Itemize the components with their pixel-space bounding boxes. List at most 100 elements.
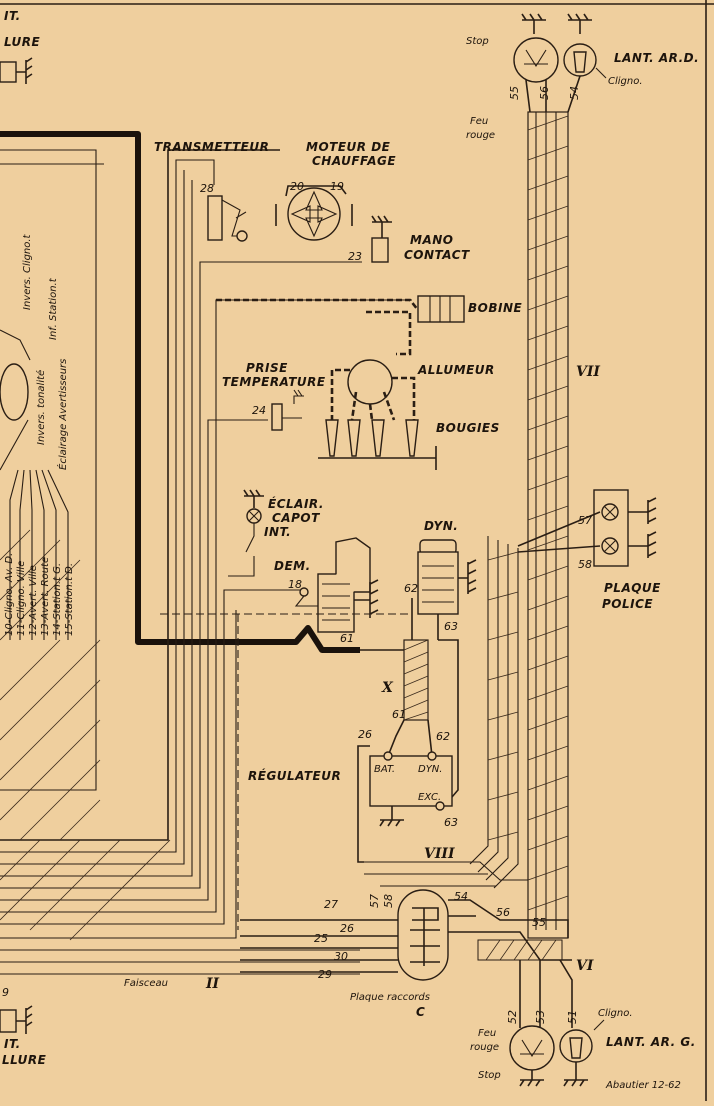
transmetteur-component: 28 bbox=[200, 182, 248, 242]
wire-56-b: 56 bbox=[496, 906, 510, 919]
wire-26-b: 26 bbox=[340, 922, 354, 935]
label-eclairage: Éclairage Avertisseurs bbox=[56, 359, 69, 470]
top-left-component: IT. LURE bbox=[0, 9, 40, 84]
label-bougies: BOUGIES bbox=[436, 421, 500, 435]
wire-51: 51 bbox=[566, 1010, 579, 1024]
ignition-system: BOBINE ALLUMEUR BOUGIES bbox=[216, 295, 523, 470]
wire-53: 53 bbox=[534, 1010, 547, 1024]
label-allumeur: ALLUMEUR bbox=[417, 363, 495, 377]
harness-viii: VIII bbox=[364, 536, 528, 889]
regulateur-component: RÉGULATEUR BAT. DYN. EXC. 26 63 bbox=[248, 728, 458, 863]
main-battery-cable bbox=[0, 131, 360, 653]
label-feu-bottom: Feu bbox=[478, 1028, 496, 1039]
wire-56-a: 56 bbox=[538, 86, 551, 100]
label-rouge-bottom: rouge bbox=[470, 1042, 499, 1053]
label-cligno-top: Cligno. bbox=[608, 76, 643, 87]
wire-62-b: 62 bbox=[436, 730, 450, 743]
wire-61-a: 61 bbox=[340, 632, 354, 645]
wire-28: 28 bbox=[200, 182, 214, 195]
harness-x: X 61 62 bbox=[360, 639, 459, 805]
label-c: C bbox=[416, 1005, 425, 1019]
bottom-left-wire-number: 9 bbox=[2, 986, 9, 999]
wire-55-a: 55 bbox=[508, 86, 521, 100]
wire-61-b: 61 bbox=[392, 708, 406, 721]
label-reg-dyn: DYN. bbox=[418, 764, 442, 775]
wire-63-b: 63 bbox=[444, 816, 458, 829]
left-switch-fan bbox=[0, 329, 69, 640]
label-rouge-top: rouge bbox=[466, 130, 495, 141]
prise-temperature-component: PRISE TEMPERATURE 24 bbox=[222, 361, 325, 431]
label-wire-11: 11-Cligno. Ville bbox=[16, 561, 27, 636]
wire-54-b: 54 bbox=[454, 890, 468, 903]
mano-contact-component: 23 MANO CONTACT bbox=[348, 215, 470, 263]
label-eclair: ÉCLAIR. bbox=[268, 496, 324, 511]
label-top-left-2: LURE bbox=[4, 35, 40, 49]
label-faisceau: Faisceau bbox=[124, 978, 168, 989]
bottom-left-component: 9 IT. LLURE bbox=[0, 986, 47, 1067]
signature: Abautier 12-62 bbox=[605, 1080, 681, 1091]
roman-viii: VIII bbox=[424, 846, 455, 862]
wire-25: 25 bbox=[314, 932, 328, 945]
label-int: INT. bbox=[264, 525, 291, 539]
wire-30: 30 bbox=[334, 950, 348, 963]
roman-ii: II bbox=[205, 976, 220, 992]
label-regulateur: RÉGULATEUR bbox=[248, 768, 341, 783]
label-prise: PRISE bbox=[246, 361, 288, 375]
demarreur-component: DEM. 18 61 bbox=[274, 537, 379, 645]
label-wire-13: 13-Avert. Route bbox=[40, 557, 51, 636]
label-bobine: BOBINE bbox=[468, 301, 523, 315]
wire-27: 27 bbox=[324, 898, 338, 911]
dashed-harness-outline bbox=[160, 613, 412, 930]
label-stop-bottom: Stop bbox=[478, 1070, 501, 1081]
wire-58-b: 58 bbox=[382, 894, 395, 908]
wire-18: 18 bbox=[288, 578, 302, 591]
label-plaque-raccords: Plaque raccords bbox=[350, 992, 430, 1003]
wire-55-b: 55 bbox=[532, 916, 546, 929]
label-bottom-left-2: LLURE bbox=[2, 1053, 47, 1067]
label-lant-ar-g: LANT. AR. G. bbox=[606, 1035, 696, 1049]
wire-58-a: 58 bbox=[578, 558, 592, 571]
label-invers-cligno: Invers. Cligno.t bbox=[22, 233, 33, 310]
wire-62-a: 62 bbox=[404, 582, 418, 595]
label-capot: CAPOT bbox=[272, 511, 320, 525]
label-wire-10: 10-Cligno. Av. D. bbox=[4, 553, 15, 636]
label-stop-top: Stop bbox=[466, 36, 489, 47]
harness-vi: VI bbox=[477, 939, 594, 1028]
label-invers-tonalite: Invers. tonalité bbox=[35, 370, 47, 445]
wire-57-b: 57 bbox=[368, 894, 381, 908]
label-dem: DEM. bbox=[274, 559, 311, 573]
label-feu-top: Feu bbox=[470, 116, 488, 127]
moteur-chauffage-component: 20 19 bbox=[275, 180, 353, 241]
label-contact: CONTACT bbox=[404, 248, 470, 262]
eclairage-capot-component: ÉCLAIR. CAPOT INT. bbox=[228, 489, 324, 577]
wire-24: 24 bbox=[252, 404, 266, 417]
plaque-police-component: 57 58 PLAQUE POLICE bbox=[517, 489, 661, 611]
label-moteur-de: MOTEUR DE bbox=[306, 140, 391, 154]
label-exc: EXC. bbox=[418, 792, 441, 803]
label-lant-ar-d: LANT. AR.D. bbox=[614, 51, 699, 65]
label-top-left-1: IT. bbox=[4, 9, 21, 23]
label-bottom-left-1: IT. bbox=[4, 1037, 21, 1051]
wire-23: 23 bbox=[348, 250, 362, 263]
label-chauffage: CHAUFFAGE bbox=[312, 154, 396, 168]
label-cligno-bottom: Cligno. bbox=[598, 1008, 633, 1019]
dynamo-component: DYN. 62 63 bbox=[404, 519, 477, 720]
wire-19: 19 bbox=[330, 180, 344, 193]
roman-x: X bbox=[381, 680, 394, 696]
label-mano: MANO bbox=[410, 233, 453, 247]
wire-57-a: 57 bbox=[578, 514, 592, 527]
wire-29: 29 bbox=[318, 968, 332, 981]
wire-26-a: 26 bbox=[358, 728, 372, 741]
faisceau-ii-label: Faisceau II bbox=[124, 976, 220, 992]
wire-20: 20 bbox=[290, 180, 304, 193]
label-wire-15: 15-Station.t D. bbox=[64, 563, 75, 636]
label-dyn: DYN. bbox=[424, 519, 458, 533]
wire-52: 52 bbox=[506, 1010, 519, 1024]
label-bat: BAT. bbox=[374, 764, 395, 775]
label-police: POLICE bbox=[602, 597, 653, 611]
spark-plugs bbox=[318, 419, 437, 470]
roman-vii: VII bbox=[576, 364, 600, 380]
wire-63-a: 63 bbox=[444, 620, 458, 633]
plaque-raccords-component: Plaque raccords C 27 26 25 30 29 57 58 5… bbox=[240, 889, 572, 1019]
